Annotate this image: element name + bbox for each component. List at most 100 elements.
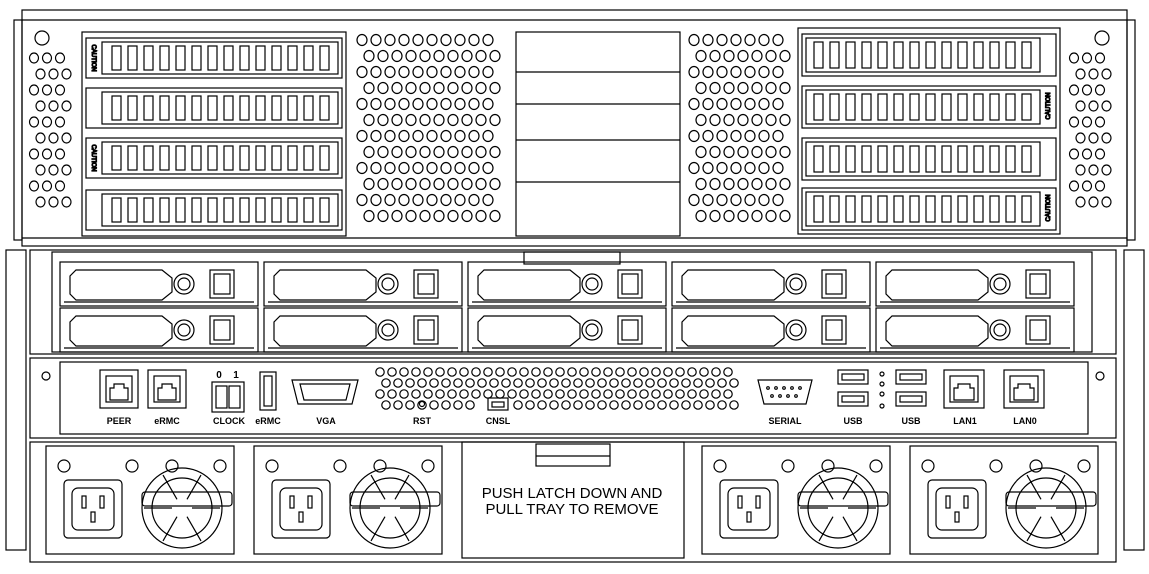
ermc-usb-port[interactable] xyxy=(259,371,277,411)
drive-release-button[interactable] xyxy=(173,273,195,295)
drive-latch[interactable] xyxy=(617,315,643,345)
vent-hole xyxy=(758,65,770,79)
power-supply[interactable] xyxy=(909,445,1099,555)
ermc-lan-port[interactable] xyxy=(147,369,187,409)
drive-latch[interactable] xyxy=(617,269,643,299)
drive-bay[interactable] xyxy=(671,307,871,353)
io-vent-hole xyxy=(687,389,697,399)
drive-latch[interactable] xyxy=(209,269,235,299)
power-supply[interactable] xyxy=(253,445,443,555)
drive-latch[interactable] xyxy=(413,315,439,345)
drive-bay[interactable] xyxy=(467,261,667,307)
drive-bay[interactable] xyxy=(263,307,463,353)
lan1-label: LAN1 xyxy=(953,416,977,426)
vent-hole xyxy=(1068,52,1080,64)
drive-bay[interactable] xyxy=(875,261,1075,307)
vent-hole xyxy=(765,177,777,191)
vent-hole xyxy=(723,49,735,63)
vent-hole xyxy=(730,129,742,143)
serial-port[interactable] xyxy=(757,379,813,405)
power-inlet[interactable] xyxy=(719,479,779,539)
io-vent-hole xyxy=(381,400,391,410)
drive-latch[interactable] xyxy=(1025,315,1051,345)
drive-latch[interactable] xyxy=(1025,269,1051,299)
vent-hole xyxy=(482,193,494,207)
power-supply[interactable] xyxy=(45,445,235,555)
drive-bay[interactable] xyxy=(263,261,463,307)
drive-bay[interactable] xyxy=(59,307,259,353)
vent-hole xyxy=(377,177,389,191)
vent-hole xyxy=(1101,100,1112,112)
peer-lan-port[interactable] xyxy=(99,369,139,409)
vent-hole xyxy=(709,81,721,95)
power-inlet[interactable] xyxy=(927,479,987,539)
drive-release-button[interactable] xyxy=(989,273,1011,295)
vent-hole xyxy=(391,113,403,127)
memory-chip xyxy=(191,95,202,121)
drive-release-button[interactable] xyxy=(785,273,807,295)
drive-release-button[interactable] xyxy=(377,273,399,295)
drive-release-button[interactable] xyxy=(173,319,195,341)
vent-hole xyxy=(765,209,777,223)
power-supply[interactable] xyxy=(701,445,891,555)
drive-bay[interactable] xyxy=(467,307,667,353)
drive-latch[interactable] xyxy=(413,269,439,299)
psu-handle[interactable] xyxy=(349,491,441,507)
tray-instruction-line-2: PULL TRAY TO REMOVE xyxy=(485,501,658,518)
lan0-port[interactable] xyxy=(1003,369,1045,409)
drive-bay[interactable] xyxy=(671,261,871,307)
usb-port-stack-2[interactable] xyxy=(895,369,927,407)
memory-chip xyxy=(909,41,920,69)
memory-chip xyxy=(829,41,840,69)
vent-hole xyxy=(758,33,770,47)
memory-chip xyxy=(207,95,218,121)
io-vent-hole xyxy=(597,400,607,410)
vent-hole xyxy=(751,177,763,191)
vent-hole xyxy=(370,129,382,143)
vga-port[interactable] xyxy=(291,379,359,405)
reset-button[interactable] xyxy=(418,400,426,408)
psu-handle[interactable] xyxy=(797,491,889,507)
io-vent-hole xyxy=(573,400,583,410)
vent-hole xyxy=(744,193,756,207)
vent-hole xyxy=(461,113,473,127)
power-inlet[interactable] xyxy=(271,479,331,539)
drive-release-button[interactable] xyxy=(989,319,1011,341)
io-vent-hole xyxy=(657,378,667,388)
drive-latch[interactable] xyxy=(821,315,847,345)
drive-release-button[interactable] xyxy=(377,319,399,341)
vent-hole xyxy=(730,33,742,47)
io-vent-hole xyxy=(705,378,715,388)
psu-handle[interactable] xyxy=(141,491,233,507)
io-vent-hole xyxy=(645,378,655,388)
vent-hole xyxy=(433,113,445,127)
drive-release-button[interactable] xyxy=(581,319,603,341)
io-vent-hole xyxy=(723,389,733,399)
vent-hole xyxy=(1068,148,1080,160)
drive-bay[interactable] xyxy=(59,261,259,307)
memory-chip xyxy=(957,41,968,69)
vent-hole xyxy=(461,49,473,63)
center-tray[interactable] xyxy=(461,441,685,559)
usb-port-stack-1[interactable] xyxy=(837,369,869,407)
memory-module: CAUTION xyxy=(85,137,343,179)
vent-hole xyxy=(489,49,501,63)
drive-release-button[interactable] xyxy=(581,273,603,295)
lan1-port[interactable] xyxy=(943,369,985,409)
console-port[interactable] xyxy=(487,397,509,411)
memory-module xyxy=(801,137,1057,181)
io-vent-hole xyxy=(471,389,481,399)
vent-hole xyxy=(61,68,72,80)
drive-latch[interactable] xyxy=(821,269,847,299)
psu-handle[interactable] xyxy=(1005,491,1097,507)
power-inlet[interactable] xyxy=(63,479,123,539)
drive-release-button[interactable] xyxy=(785,319,807,341)
vent-hole xyxy=(377,145,389,159)
drive-latch[interactable] xyxy=(209,315,235,345)
io-vent-hole xyxy=(603,367,613,377)
vent-hole xyxy=(1075,196,1086,208)
clock-ports[interactable] xyxy=(211,381,245,413)
io-vent-hole xyxy=(531,367,541,377)
drive-bay[interactable] xyxy=(875,307,1075,353)
vent-hole xyxy=(758,193,770,207)
